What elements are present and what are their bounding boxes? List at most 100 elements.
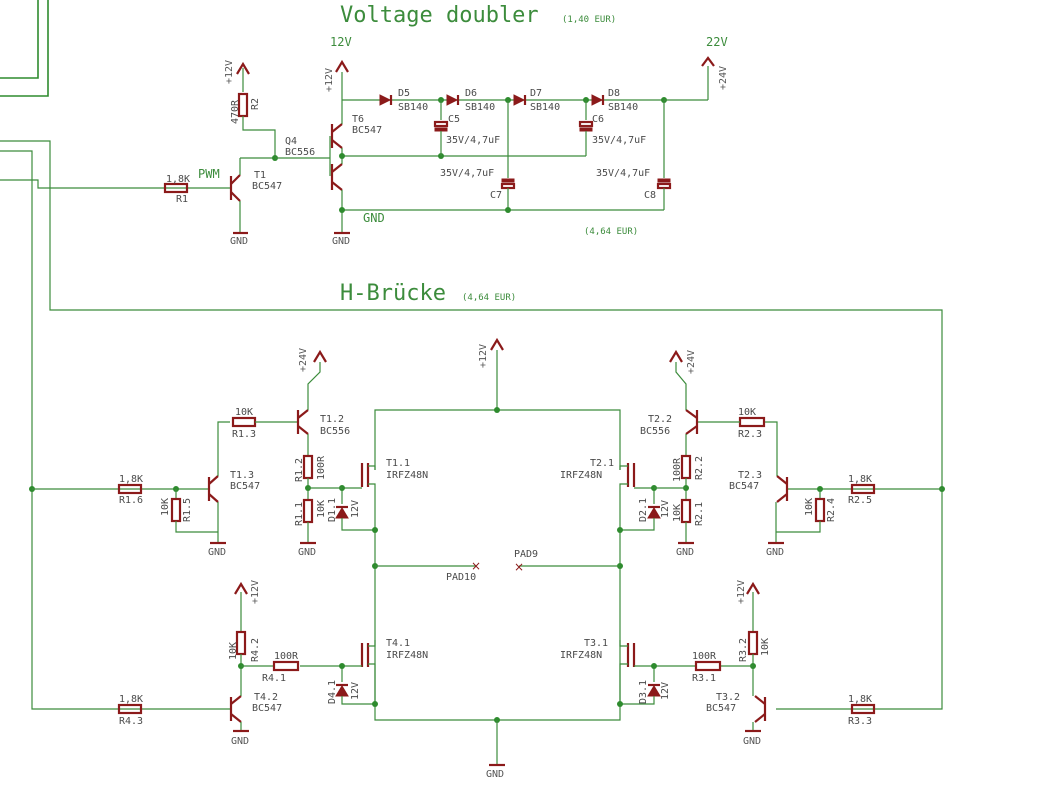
c7-label: C7 — [490, 190, 502, 201]
r2-vcc: +12V — [224, 60, 235, 84]
t13-gnd: GND — [208, 547, 226, 558]
t32-value: BC547 — [706, 703, 736, 714]
t12-value: BC556 — [320, 426, 350, 437]
r42-vcc: +12V — [250, 580, 261, 604]
t6-value: BC547 — [352, 125, 382, 136]
v22-net: 22V — [706, 35, 728, 49]
r41-value: 100R — [274, 651, 299, 662]
t42-gnd: GND — [231, 736, 249, 747]
q4-label: Q4 — [285, 136, 297, 147]
r24-value: 10K — [804, 498, 815, 516]
t32-gnd: GND — [743, 736, 761, 747]
r33-value: 1,8K — [848, 694, 872, 705]
t41-value: IRFZ48N — [386, 650, 428, 661]
capacitor-c5 — [433, 120, 449, 128]
d6-label: D6 — [465, 88, 477, 99]
r42-value: 10K — [228, 642, 239, 660]
d5-value: SB140 — [398, 102, 428, 113]
r31-value: 100R — [692, 651, 717, 662]
c8-value: 35V/4,7uF — [596, 168, 650, 179]
d7-value: SB140 — [530, 102, 560, 113]
t11-label: T1.1 — [386, 458, 410, 469]
d11-label: D1.1 — [327, 498, 338, 522]
capacitor-c7 — [500, 182, 516, 190]
capacitor-c6 — [578, 120, 594, 128]
r12-value: 100R — [316, 455, 327, 480]
resistor-r3-3 — [850, 703, 876, 715]
r16-value: 1,8K — [119, 474, 143, 485]
d21-value: 12V — [660, 500, 671, 518]
r11-label: R1.1 — [294, 502, 305, 526]
t6-label: T6 — [352, 114, 364, 125]
r33-label: R3.3 — [848, 716, 872, 727]
t21-label: T2.1 — [590, 458, 614, 469]
mosfet-t1-1 — [342, 463, 376, 490]
r42-label: R4.2 — [250, 638, 261, 662]
d31-value: 12V — [660, 682, 671, 700]
r21-label: R2.1 — [694, 502, 705, 526]
d8-value: SB140 — [608, 102, 638, 113]
t6-vcc: +12V — [324, 68, 335, 92]
resistor-r1-1 — [302, 498, 314, 524]
d7-label: D7 — [530, 88, 542, 99]
r1-value: 1,8K — [166, 174, 190, 185]
pad9-label: PAD9 — [514, 549, 538, 560]
q4-value: BC556 — [285, 147, 315, 158]
t22-label: T2.2 — [648, 414, 672, 425]
t21-value: IRFZ48N — [560, 470, 602, 481]
r25-label: R2.5 — [848, 495, 872, 506]
r21-value: 10K — [672, 504, 683, 522]
r23-value: 10K — [738, 407, 756, 418]
c5-value: 35V/4,7uF — [446, 135, 500, 146]
c8-label: C8 — [644, 190, 656, 201]
bridge-vcc: +12V — [478, 344, 489, 368]
d6-value: SB140 — [465, 102, 495, 113]
resistor-r2-2 — [680, 454, 692, 480]
svg-text:×: × — [471, 559, 481, 573]
r43-label: R4.3 — [119, 716, 143, 727]
t31-value: IRFZ48N — [560, 650, 602, 661]
r32-value: 10K — [760, 638, 771, 656]
resistor-r1-2 — [302, 454, 314, 480]
resistor-r1-6 — [117, 483, 143, 495]
d21-label: D2.1 — [638, 498, 649, 522]
r16-label: R1.6 — [119, 495, 143, 506]
r11-value: 10K — [316, 500, 327, 518]
r32-vcc: +12V — [736, 580, 747, 604]
r32-label: R3.2 — [738, 638, 749, 662]
r24-label: R2.4 — [826, 498, 837, 522]
t32-label: T3.2 — [716, 692, 740, 703]
capacitor-c8 — [656, 182, 672, 190]
resistor-r4-1 — [272, 660, 300, 672]
doubler-title: Voltage doubler — [340, 3, 539, 28]
resistor-r2-3 — [738, 416, 766, 428]
t42-value: BC547 — [252, 703, 282, 714]
resistor-r2-5 — [850, 483, 876, 495]
t23-value: BC547 — [729, 481, 759, 492]
doubler-cost-2: (4,64 EUR) — [584, 227, 638, 237]
t1-gnd: GND — [230, 236, 248, 247]
bridge-title: H-Brücke — [340, 281, 446, 306]
resistor-r1 — [163, 182, 189, 194]
resistor-r1-3 — [231, 416, 257, 428]
t41-label: T4.1 — [386, 638, 410, 649]
d31-label: D3.1 — [638, 680, 649, 704]
t31-label: T3.1 — [584, 638, 608, 649]
diode-d8 — [591, 94, 605, 106]
t11-value: IRFZ48N — [386, 470, 428, 481]
d11-value: 12V — [350, 500, 361, 518]
t1-label: T1 — [254, 170, 266, 181]
t13-value: BC547 — [230, 481, 260, 492]
h-bridge: +12V GND × × PAD10 PAD9 T1.1 IRFZ48N — [29, 337, 945, 780]
c6-label: C6 — [592, 114, 604, 125]
t1-value: BC547 — [252, 181, 282, 192]
r11-gnd: GND — [298, 547, 316, 558]
r1-label: R1 — [176, 194, 188, 205]
pad10-label: PAD10 — [446, 572, 476, 583]
t6-gnd: GND — [332, 236, 350, 247]
diode-d5 — [379, 94, 393, 106]
d41-value: 12V — [350, 682, 361, 700]
r31-label: R3.1 — [692, 673, 716, 684]
t42-label: T4.2 — [254, 692, 278, 703]
c6-value: 35V/4,7uF — [592, 135, 646, 146]
